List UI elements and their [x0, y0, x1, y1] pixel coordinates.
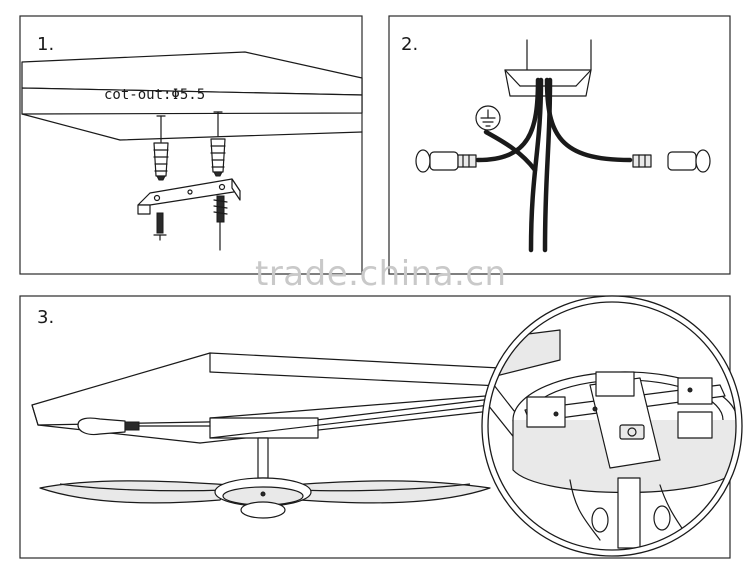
panel-step-2: 2.: [388, 15, 731, 275]
screwdriver-icon: [77, 417, 211, 436]
step-1-number: 1.: [37, 34, 54, 55]
right-bolt: [213, 195, 228, 251]
detail-magnifier: [481, 295, 743, 557]
step-2-number: 2.: [401, 34, 418, 55]
fan-body: [39, 477, 491, 519]
canopy-plate: [209, 417, 319, 439]
wire-bundle: [475, 77, 633, 253]
left-bolt: [153, 212, 167, 241]
step-3-number: 3.: [37, 307, 54, 328]
zoom-leader-top: [209, 394, 499, 419]
fan-downrod: [257, 437, 269, 479]
panel-step-1: 1. cot-out:Φ5.5: [19, 15, 363, 275]
left-screw-anchor: [153, 115, 169, 181]
panel-step-3: 3.: [19, 295, 743, 559]
left-wire-connector: [415, 149, 477, 173]
watermark-text: trade.china.cn: [255, 254, 507, 294]
mounting-bracket: [137, 178, 241, 215]
zoom-leader-bottom: [209, 403, 499, 439]
ceiling-slab: [21, 51, 363, 141]
right-screw-anchor: [210, 111, 226, 177]
ground-symbol-icon: [475, 105, 501, 131]
panel-step-2-frame: [388, 15, 731, 275]
right-wire-connector: [632, 149, 711, 173]
hole-diameter-callout: cot-out:Φ5.5: [104, 87, 205, 103]
